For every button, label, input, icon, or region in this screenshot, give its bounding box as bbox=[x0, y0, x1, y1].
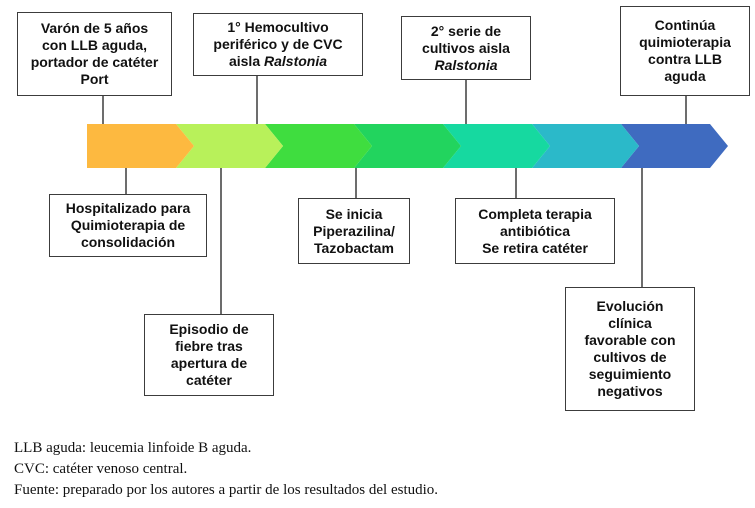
event-box-second-culture: 2° serie de cultivos aisla Ralstonia bbox=[401, 16, 531, 80]
timeline-segment-4 bbox=[354, 124, 461, 168]
timeline-segment-6 bbox=[532, 124, 639, 168]
timeline-arrow bbox=[87, 124, 728, 168]
timeline-segment-5 bbox=[443, 124, 550, 168]
event-box-diagnosis: Varón de 5 años con LLB aguda, portador … bbox=[17, 12, 172, 96]
event-box-first-culture: 1° Hemocultivo periférico y de CVC aisla… bbox=[193, 13, 363, 76]
timeline-segment-7 bbox=[621, 124, 728, 168]
footnote-abbreviation-cvc: CVC: catéter venoso central. bbox=[14, 461, 188, 477]
timeline-segment-3 bbox=[265, 124, 372, 168]
connectors bbox=[102, 76, 687, 314]
event-box-start-treatment: Se inicia Piperazilina/ Tazobactam bbox=[298, 198, 410, 264]
event-box-complete-therapy: Completa terapia antibiótica Se retira c… bbox=[455, 198, 615, 264]
footnote-abbreviation-llb: LLB aguda: leucemia linfoide B aguda. bbox=[14, 440, 252, 456]
footnote-source: Fuente: preparado por los autores a part… bbox=[14, 482, 439, 498]
event-box-continue-chemo: Continúa quimioterapia contra LLB aguda bbox=[620, 6, 750, 96]
timeline-segment-2 bbox=[176, 124, 283, 168]
event-box-favorable-evolution: Evolución clínica favorable con cultivos… bbox=[565, 287, 695, 411]
timeline-segment-1 bbox=[87, 124, 194, 168]
event-box-hospitalized: Hospitalizado para Quimioterapia de cons… bbox=[49, 194, 207, 257]
event-box-fever: Episodio de fiebre tras apertura de caté… bbox=[144, 314, 274, 396]
